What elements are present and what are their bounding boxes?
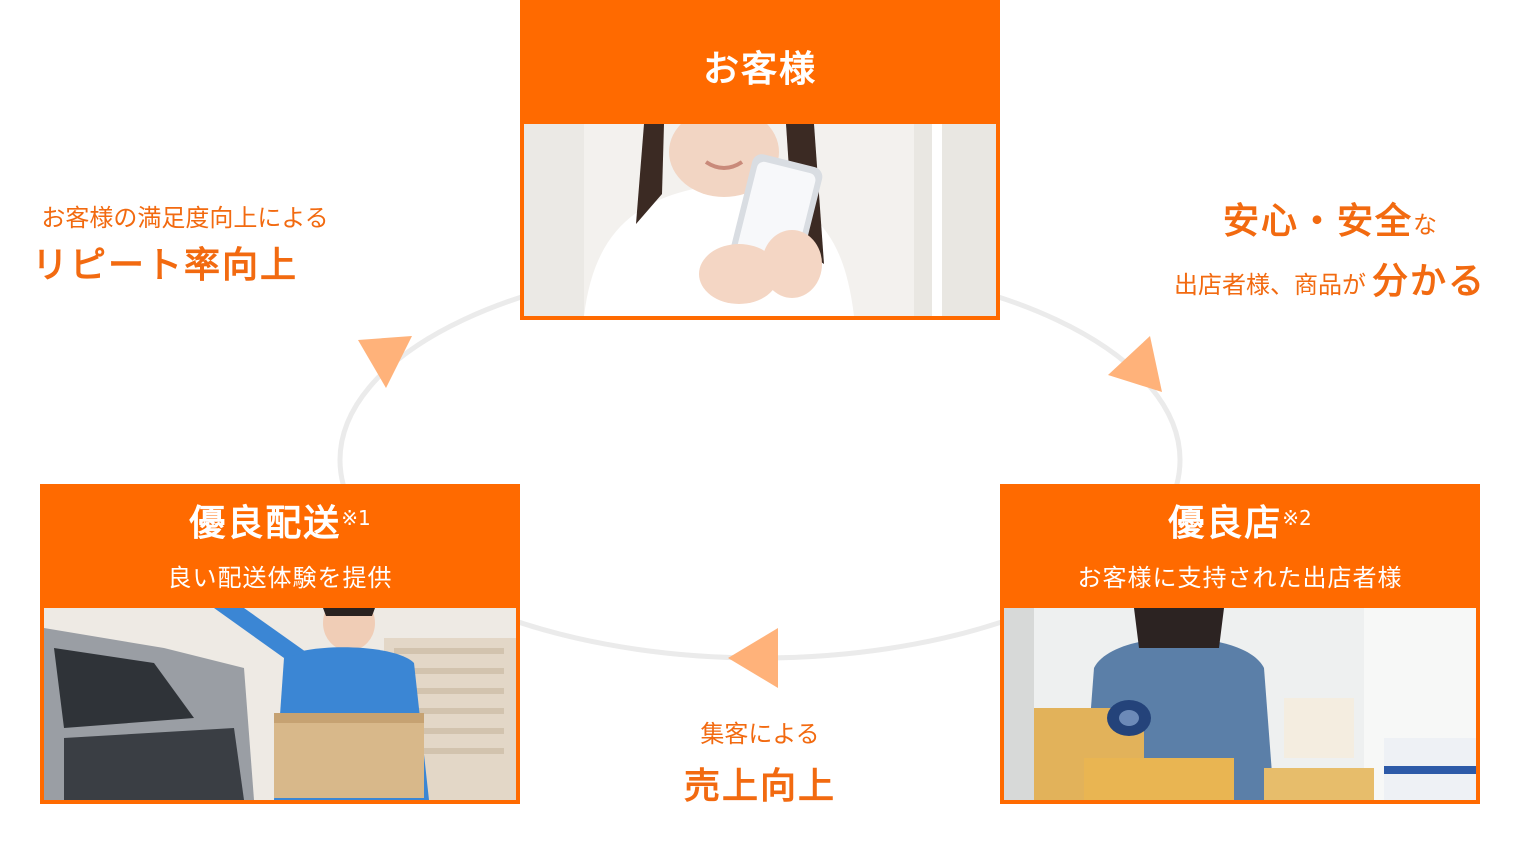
edge-repeat-line2: リピート率向上 xyxy=(31,245,298,286)
edge-trust-line2b: 分かる xyxy=(1371,261,1486,302)
arrow-down-right xyxy=(1108,336,1162,392)
edge-trust-line2a: 出店者様、商品が xyxy=(1173,271,1366,299)
node-delivery-title: 優良配送 xyxy=(189,503,342,544)
delivery-man-illustration xyxy=(44,608,516,800)
woman-smartphone-photo xyxy=(524,124,996,316)
node-store-subtitle: お客様に支持された出店者様 xyxy=(1077,564,1403,592)
edge-trust-line1b: な xyxy=(1413,211,1437,239)
node-store: 優良店※2 お客様に支持された出店者様 xyxy=(1000,484,1480,804)
node-customer-title: お客様 xyxy=(702,49,817,90)
packing-woman-photo xyxy=(1004,608,1476,800)
node-store-title: 優良店 xyxy=(1168,503,1283,544)
edge-sales-label: 集客による 売上向上 xyxy=(610,714,910,820)
packing-woman-illustration xyxy=(1004,608,1476,800)
node-store-header: 優良店※2 お客様に支持された出店者様 xyxy=(1000,484,1480,608)
node-delivery: 優良配送※1 良い配送体験を提供 xyxy=(40,484,520,804)
edge-sales-line2: 売上向上 xyxy=(683,766,836,807)
arrow-up-left xyxy=(358,336,412,388)
delivery-man-photo xyxy=(44,608,516,800)
edge-trust-label: 安心・安全な 出店者様、商品が分かる xyxy=(1140,196,1520,316)
node-customer-header: お客様 xyxy=(520,0,1000,124)
edge-repeat-line1: お客様の満足度向上による xyxy=(41,204,329,232)
arrow-left-bottom xyxy=(728,628,778,688)
node-store-note: ※2 xyxy=(1282,506,1312,530)
edge-repeat-label: お客様の満足度向上による リピート率向上 xyxy=(0,198,370,294)
edge-trust-line1a: 安心・安全 xyxy=(1222,201,1413,242)
node-delivery-note: ※1 xyxy=(341,506,371,530)
edge-sales-line1: 集客による xyxy=(700,720,820,748)
node-customer: お客様 xyxy=(520,0,1000,320)
node-delivery-header: 優良配送※1 良い配送体験を提供 xyxy=(40,484,520,608)
node-delivery-subtitle: 良い配送体験を提供 xyxy=(167,564,393,592)
woman-smartphone-illustration xyxy=(524,124,996,316)
